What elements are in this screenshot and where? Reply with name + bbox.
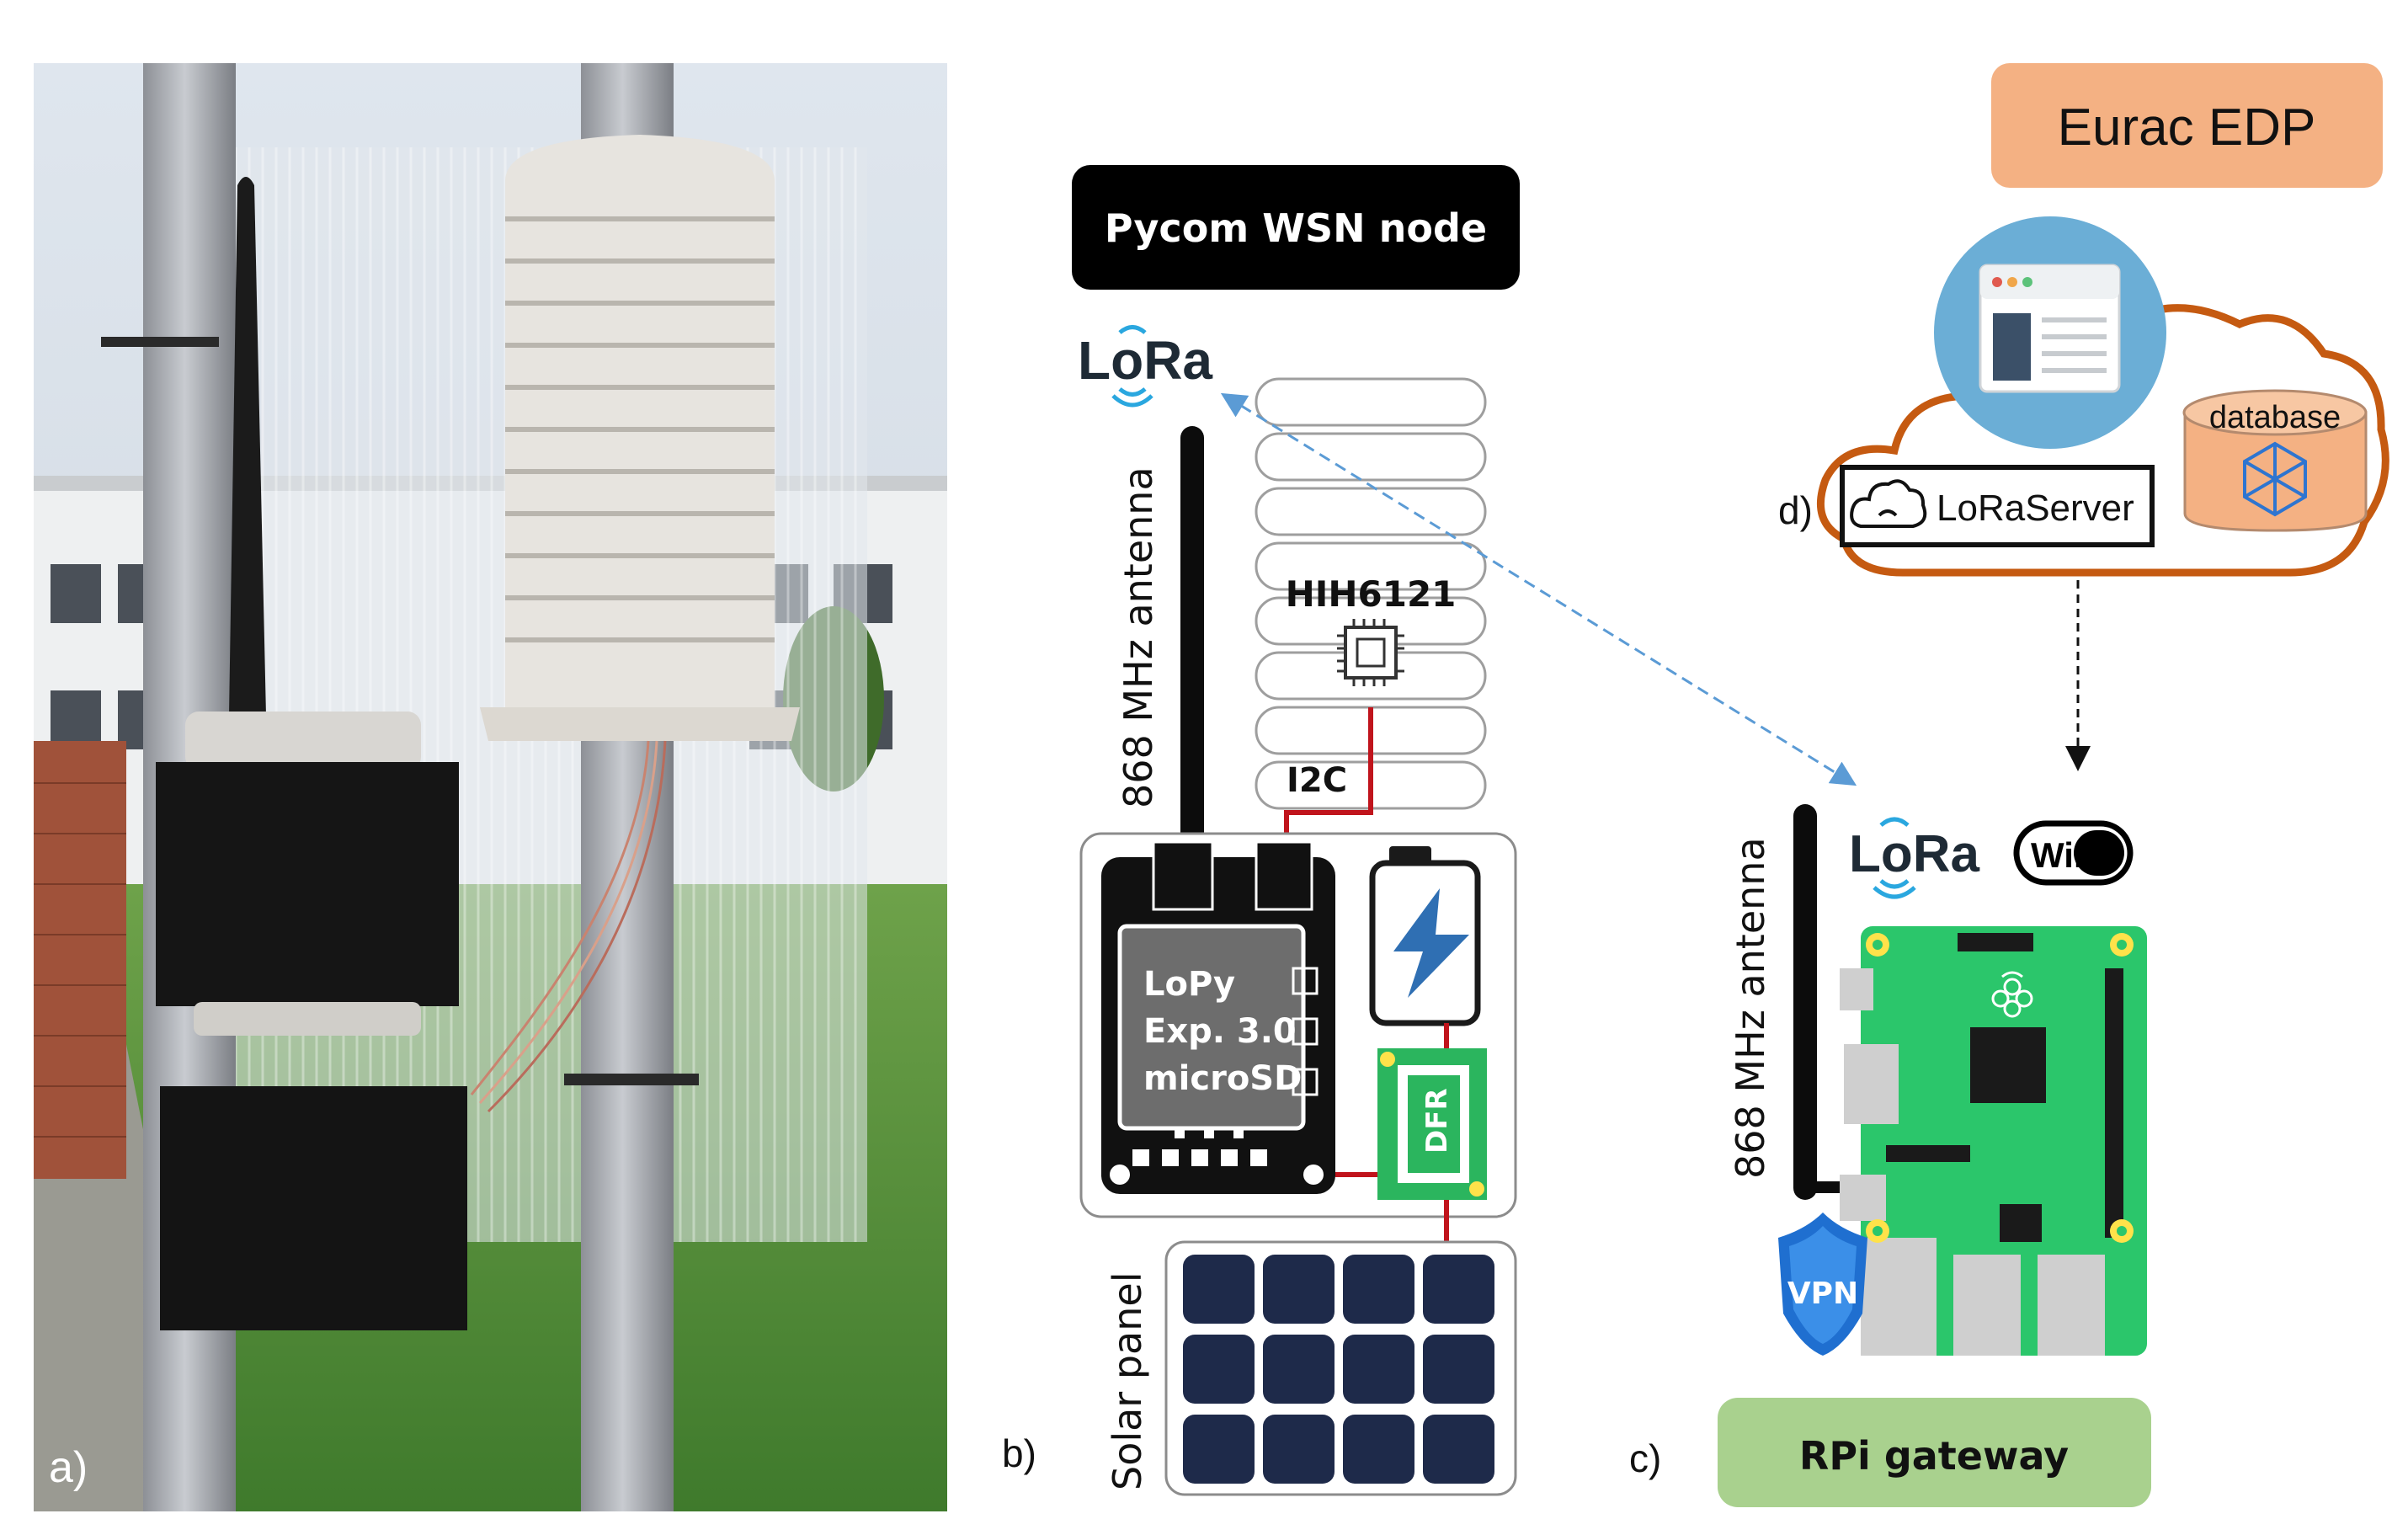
- dfr-charger: DFR: [1377, 1048, 1487, 1200]
- lora-server-box: LoRaServer: [1840, 465, 2155, 547]
- vpn-label: VPN: [1787, 1276, 1858, 1311]
- gateway-antenna: [1793, 804, 1817, 1200]
- browser-window-icon: [1934, 216, 2166, 449]
- raspberry-icon: [1991, 971, 2033, 1018]
- lora-server-label: LoRaServer: [1937, 488, 2134, 529]
- battery-charging-icon: [1369, 846, 1481, 1026]
- panel-label-d: d): [1778, 488, 1813, 532]
- chip-icon: [1337, 619, 1404, 686]
- gateway-title-box: [1718, 1398, 2151, 1507]
- lora-logo: LoRa: [1078, 325, 1212, 408]
- sensor-label: HIH6121: [1286, 573, 1457, 615]
- edp-title: Eurac EDP: [2058, 99, 2316, 157]
- lora-radio-link: [1220, 392, 1857, 786]
- gateway-lora-logo: LoRa: [1849, 817, 1980, 899]
- gateway-lora-text: LoRa: [1849, 825, 1980, 883]
- node-panel: Pycom WSN node LoRa 868 MHz antenna HIH6…: [1002, 165, 1520, 1496]
- edp-title-box: [1991, 63, 2383, 188]
- power-wires: [1335, 1023, 1449, 1242]
- node-title: Pycom WSN node: [1105, 205, 1487, 251]
- gateway-title: RPi gateway: [1799, 1433, 2069, 1479]
- database-icon: database: [2182, 389, 2368, 532]
- node-antenna-label: 868 MHz antenna: [1116, 466, 1161, 808]
- panel-label-c: c): [1629, 1436, 1661, 1480]
- board-line-1: LoPy: [1143, 965, 1235, 1004]
- bus-label: I2C: [1287, 761, 1347, 800]
- node-antenna: [1180, 426, 1204, 872]
- solar-panel: [1164, 1240, 1517, 1496]
- wifi-logo: WiFi: [2013, 820, 2134, 886]
- wifi-text: WiFi: [2031, 835, 2105, 875]
- raspberry-pi-board: [1840, 926, 2147, 1356]
- board-line-2: Exp. 3.0: [1143, 1012, 1297, 1051]
- gateway-antenna-label: 868 MHz antenna: [1728, 837, 1773, 1179]
- board-line-3: microSD: [1143, 1059, 1302, 1098]
- lopy-board: LoPy Exp. 3.0 microSD: [1101, 840, 1335, 1194]
- vpn-shield-icon: VPN: [1778, 1213, 1867, 1356]
- cloud-panel: Eurac EDP database: [1778, 63, 2389, 577]
- database-label: database: [2209, 400, 2341, 435]
- gateway-panel: 868 MHz antenna LoRa WiFi: [1629, 804, 2151, 1507]
- panel-label-a: a): [49, 1443, 88, 1492]
- node-lora-text: LoRa: [1078, 330, 1212, 391]
- lora-server-cloud-icon: [1850, 479, 1927, 528]
- panel-label-b: b): [1002, 1431, 1036, 1475]
- node-title-box: [1072, 165, 1520, 290]
- photo-panel: a): [34, 63, 947, 1511]
- solar-label: Solar panel: [1105, 1272, 1150, 1490]
- dfr-label: DFR: [1420, 1088, 1454, 1154]
